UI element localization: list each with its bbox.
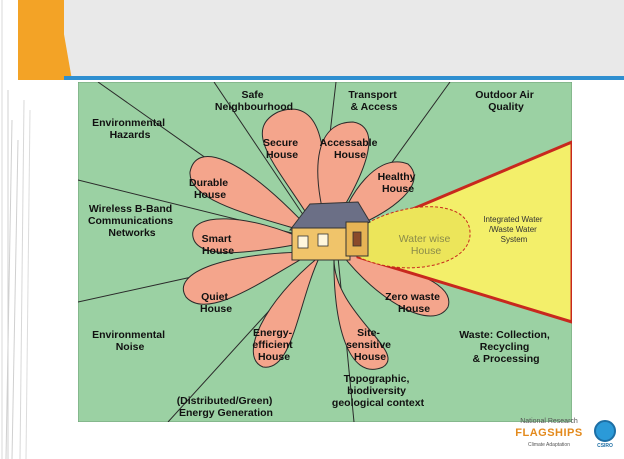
label-waste-collection: Waste: Collection, Recycling & Processin…	[459, 329, 553, 365]
csiro-icon	[594, 420, 616, 442]
label-smart-house: Smart House	[202, 233, 235, 257]
label-accessable-house: Accessable House	[320, 137, 381, 161]
label-outdoor-air: Outdoor Air Quality	[475, 89, 536, 113]
flagships-logo: National Research FLAGSHIPS Climate Adap…	[514, 416, 620, 454]
label-quiet-house: Quiet House	[200, 291, 232, 315]
logo-line-climate: Climate Adaptation	[528, 442, 570, 448]
label-waterwise-house: Water wise House	[399, 233, 453, 257]
petal-durable	[189, 156, 316, 236]
logo-line-national-research: National Research	[520, 418, 578, 425]
label-energy-house: Energy- efficient House	[252, 327, 295, 363]
label-secure-house: Secure House	[263, 137, 301, 161]
petal-energy	[252, 255, 321, 368]
orange-accent-tab	[18, 0, 72, 80]
header-bar	[20, 0, 624, 76]
label-site-house: Site- sensitive House	[346, 327, 394, 363]
label-integrated-water: Integrated Water /Waste Water System	[483, 215, 545, 244]
logo-line-flagships: FLAGSHIPS	[515, 427, 583, 439]
label-env-hazards: Environmental Hazards	[92, 117, 168, 141]
decorative-stripes	[1, 0, 31, 459]
title-divider	[64, 76, 624, 80]
logo-csiro-text: CSIRO	[597, 443, 613, 449]
sustainable-house-diagram: Safe Neighbourhood Transport & Access Ou…	[78, 82, 572, 422]
label-healthy-house: Healthy House	[378, 171, 419, 195]
petal-quiet	[183, 251, 315, 305]
petal-smart	[192, 218, 312, 254]
label-env-noise: Environmental Noise	[92, 329, 168, 353]
label-zerowaste-house: Zero waste House	[385, 291, 443, 315]
petal-waterwise	[339, 206, 471, 269]
label-safe-neighbourhood: Safe Neighbourhood	[215, 89, 293, 113]
label-energy-generation: (Distributed/Green) Energy Generation	[177, 395, 276, 419]
label-transport-access: Transport & Access	[348, 89, 399, 113]
label-durable-house: Durable House	[189, 177, 231, 201]
petal-site	[333, 257, 389, 370]
label-topographic: Topographic, biodiversity geological con…	[332, 373, 425, 409]
house-icon	[289, 201, 371, 261]
label-wireless: Wireless B-Band Communications Networks	[88, 203, 176, 239]
